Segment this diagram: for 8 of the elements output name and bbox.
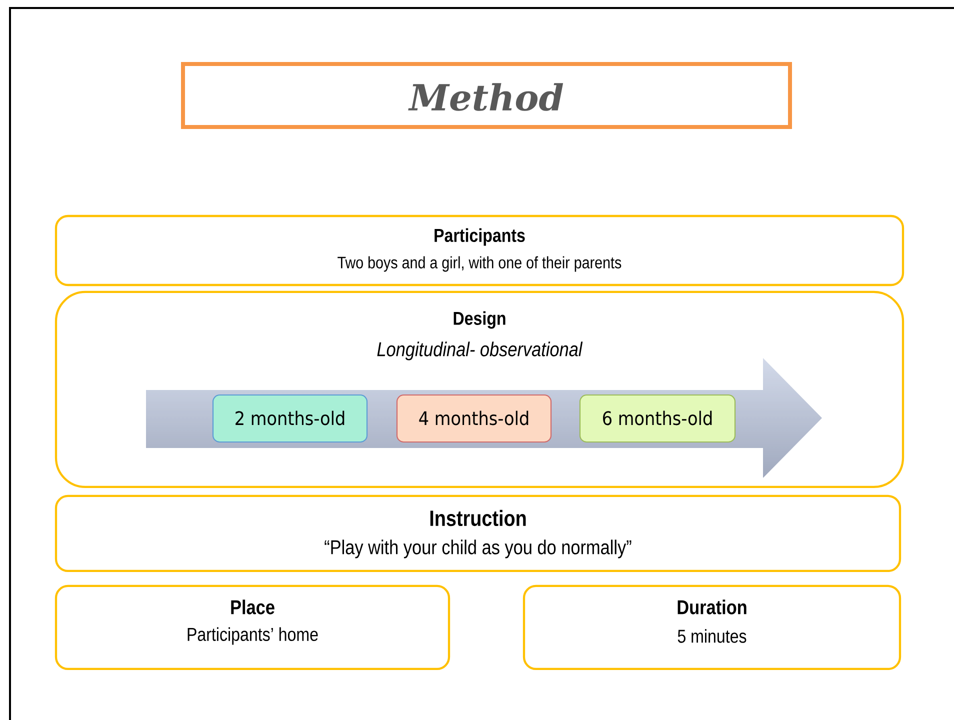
stage-box: 2 months-old (212, 394, 368, 443)
info-box: Participants Two boys and a girl, with one of their parents (54, 214, 904, 286)
title-box: Method (181, 62, 792, 129)
stage-box: 4 months-old (396, 394, 552, 443)
stage-box: 6 months-old (579, 394, 736, 443)
info-box: Instruction “Play with your child as you do normally” (54, 494, 902, 572)
info-box: Duration 5 minutes (522, 584, 902, 670)
info-box: Place Participants’ home (54, 584, 450, 670)
